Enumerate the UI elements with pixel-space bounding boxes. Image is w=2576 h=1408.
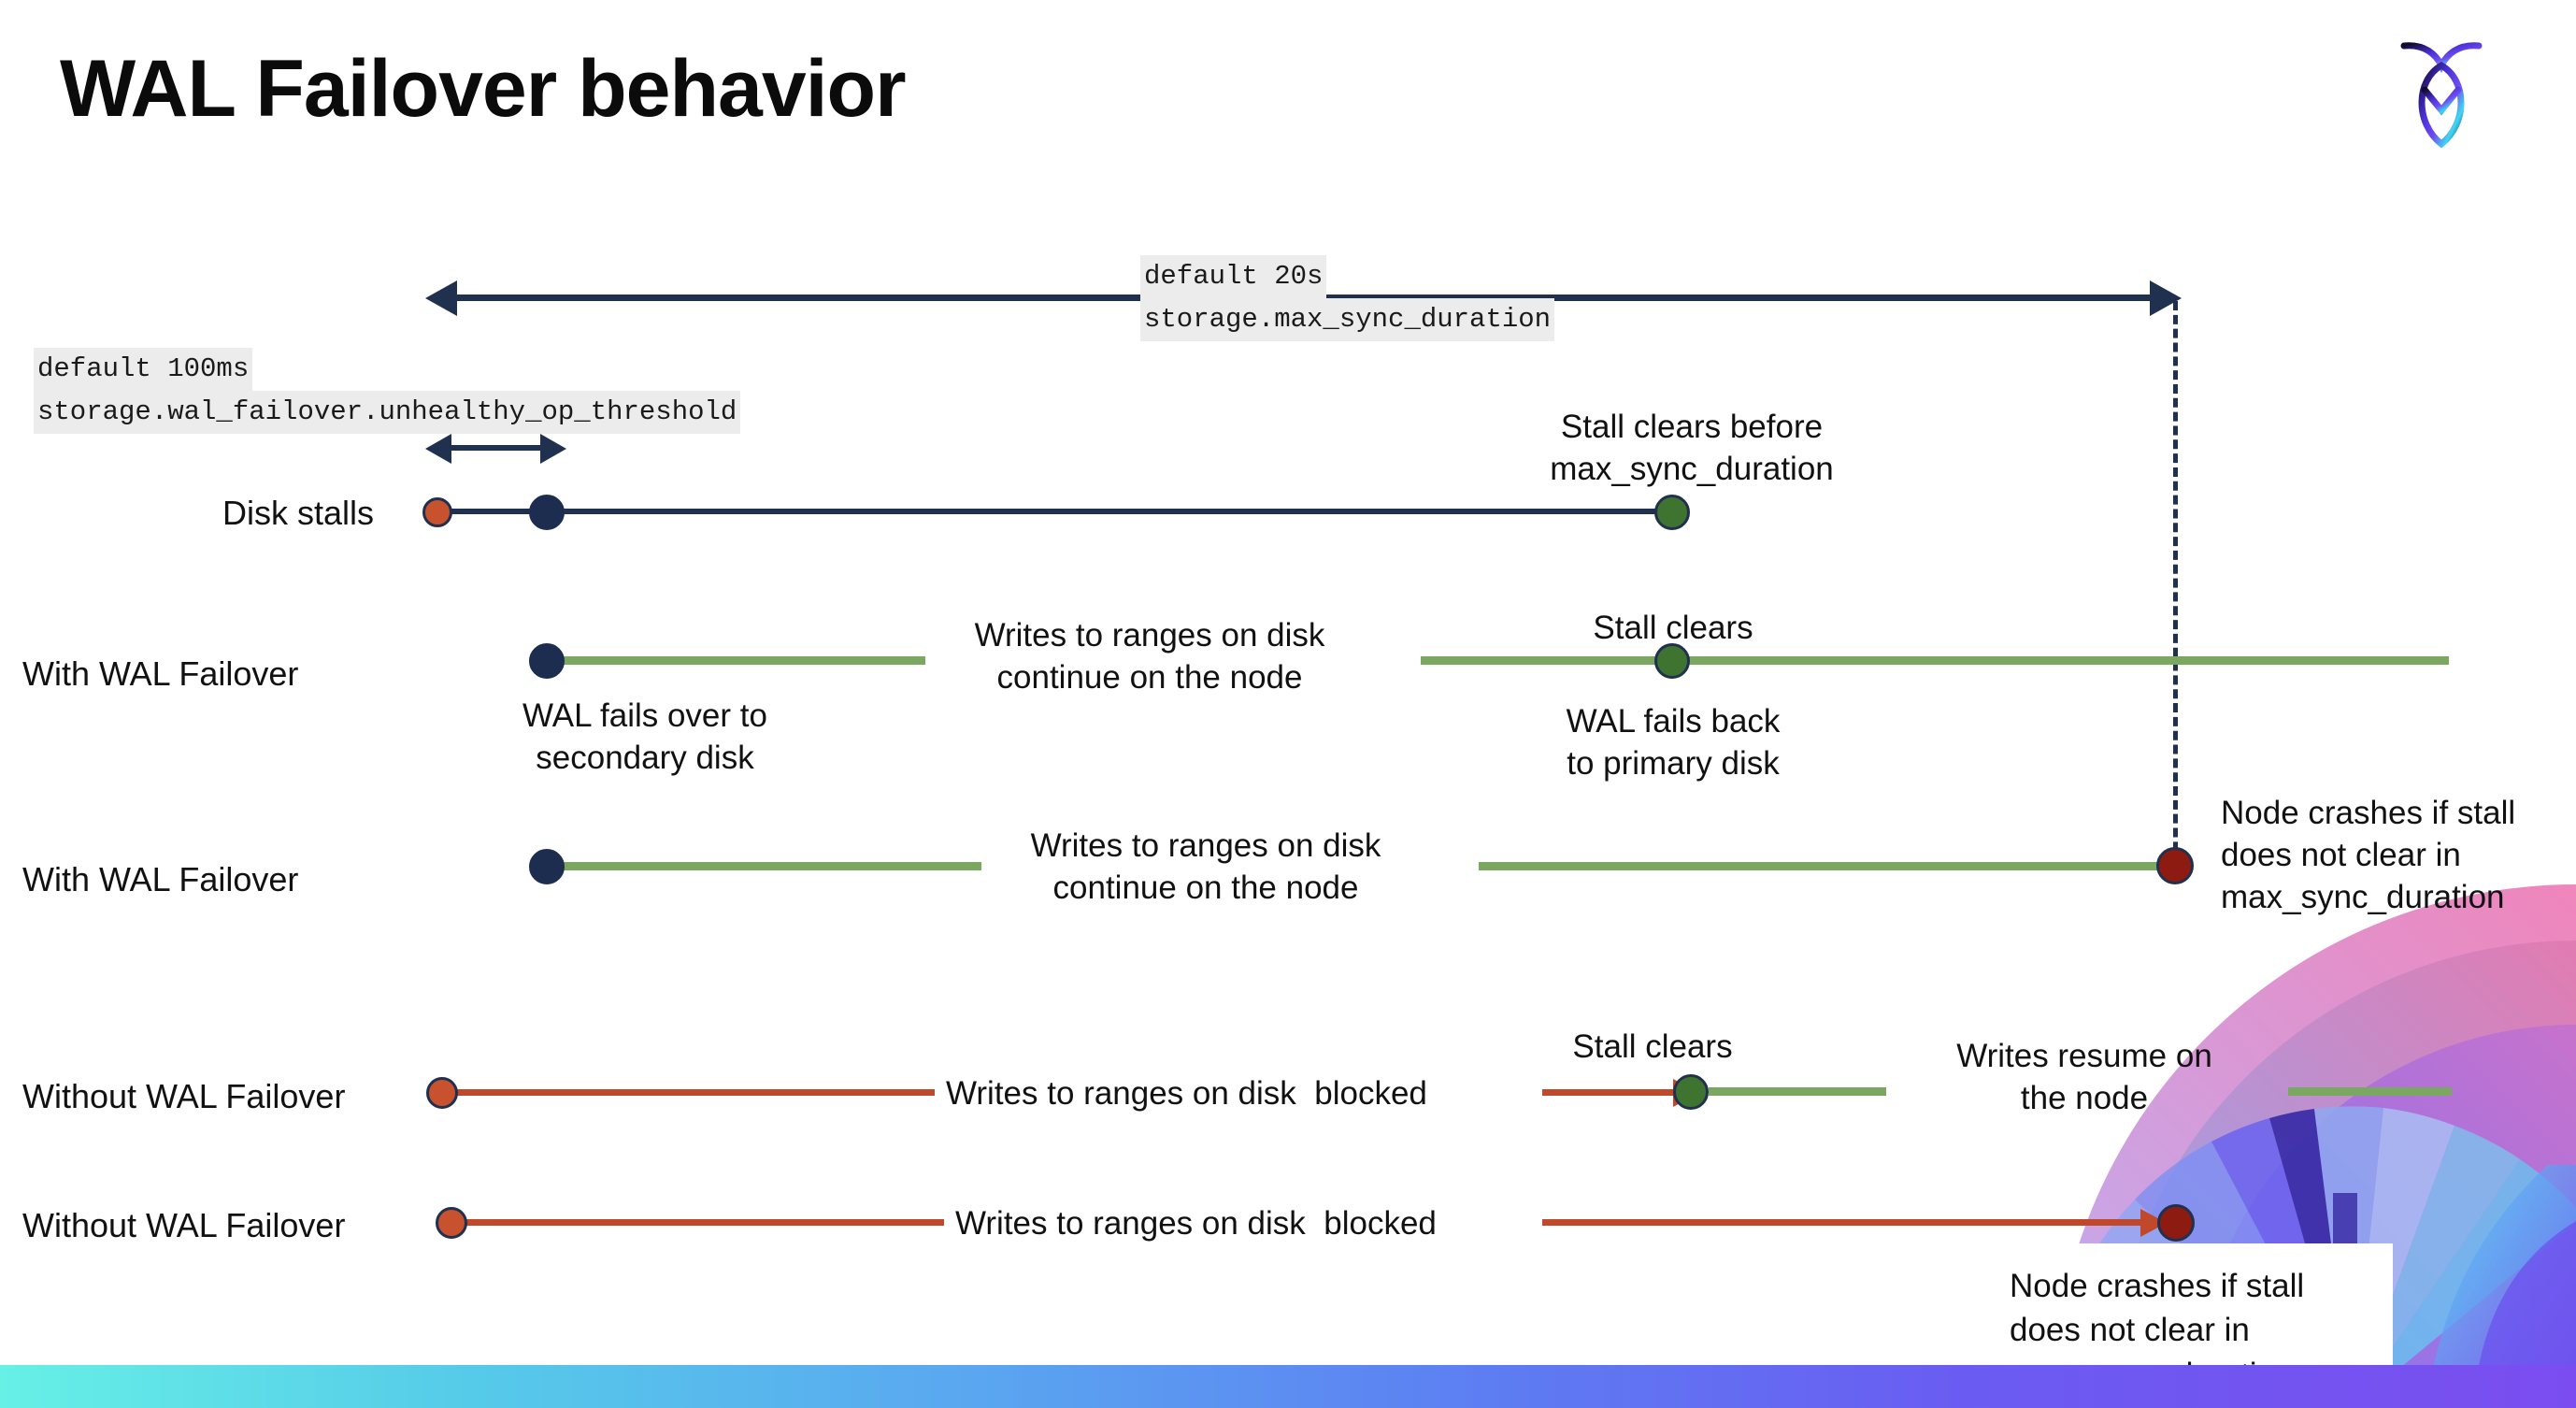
unhealthy-default-label: default 100ms	[34, 348, 253, 392]
node-crash-dot-2	[2157, 1204, 2195, 1242]
without-failover-stall-start-dot-1	[426, 1077, 458, 1109]
row-label-without-wal-failover-1: Without WAL Failover	[22, 1077, 346, 1115]
writes-continue-label-2: Writes to ranges on disk continue on the…	[1030, 827, 1381, 906]
max-sync-setting-chip: default 20s storage.max_sync_duration	[1140, 255, 1555, 342]
stall-clears-label-1: Stall clears	[1593, 610, 1753, 646]
wal-failover-green-line-a	[542, 656, 925, 665]
bottom-gradient-bar	[0, 1365, 2576, 1408]
max-sync-setting-name: storage.max_sync_duration	[1140, 298, 1555, 342]
without-failover-red-line-b	[1542, 1089, 1678, 1096]
max-sync-dashed-guide	[2173, 301, 2178, 879]
writes-blocked-label-2: Writes to ranges on disk blocked	[955, 1205, 1437, 1242]
row-label-with-wal-failover-1: With WAL Failover	[22, 654, 299, 693]
without-failover-red-line-d	[1542, 1219, 2154, 1226]
threshold-arrow-left-head	[425, 434, 451, 464]
without-failover-red-line-a	[449, 1089, 935, 1096]
disk-stall-clear-dot	[1654, 495, 1690, 530]
threshold-arrow-right-head	[540, 434, 566, 464]
without-failover-green-line-b	[2288, 1087, 2452, 1096]
page-title: WAL Failover behavior	[60, 44, 907, 134]
max-sync-default-label: default 20s	[1140, 255, 1327, 299]
stall-clears-label-2: Stall clears	[1572, 1028, 1733, 1065]
wal-failover-green-line-c	[542, 862, 981, 870]
max-sync-arrow-left-head	[425, 280, 457, 316]
row-label-with-wal-failover-2: With WAL Failover	[22, 860, 299, 898]
wal-failover-stall-clear-dot	[1654, 643, 1690, 679]
row-label-disk-stalls: Disk stalls	[222, 494, 375, 532]
unhealthy-setting-name: storage.wal_failover.unhealthy_op_thresh…	[34, 391, 741, 435]
wal-failover-start-dot-1	[529, 643, 565, 679]
wal-failover-green-line-b	[1421, 656, 2449, 665]
wal-fails-back-label: WAL fails back to primary disk	[1566, 703, 1781, 782]
row-label-without-wal-failover-2: Without WAL Failover	[22, 1206, 346, 1244]
unhealthy-threshold-chip: default 100ms storage.wal_failover.unhea…	[34, 348, 741, 435]
stall-clears-before-label: Stall clears before max_sync_duration	[1550, 409, 1834, 487]
without-failover-stall-start-dot-2	[436, 1207, 467, 1239]
disk-stalls-timeline	[439, 509, 1682, 514]
without-failover-green-line-a	[1709, 1087, 1886, 1096]
wal-fails-over-label: WAL fails over to secondary disk	[522, 697, 767, 776]
wal-failover-green-line-d	[1479, 862, 2180, 870]
writes-resume-label: Writes resume on the node	[1956, 1038, 2212, 1116]
node-crash-dot-1	[2156, 847, 2194, 884]
node-crashes-label-1: Node crashes if stall does not clear in …	[2221, 795, 2516, 915]
writes-blocked-label-1: Writes to ranges on disk blocked	[946, 1075, 1427, 1112]
without-failover-stall-clear-dot	[1673, 1074, 1709, 1110]
wal-failover-start-dot-2	[529, 849, 565, 884]
without-failover-red-line-c	[458, 1219, 944, 1226]
cockroachdb-logo	[2389, 32, 2494, 155]
writes-continue-label-1: Writes to ranges on disk continue on the…	[974, 617, 1325, 696]
disk-stall-start-dot	[422, 497, 452, 527]
disk-stall-failover-dot	[529, 495, 565, 530]
threshold-span-line	[450, 445, 543, 451]
